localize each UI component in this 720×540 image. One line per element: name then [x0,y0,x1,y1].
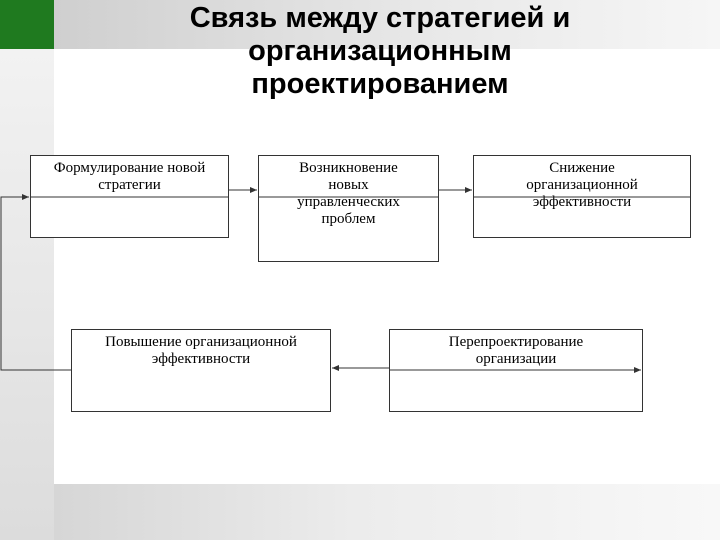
background-top-band [54,0,720,49]
feedback-loop-arrow [0,194,71,371]
accent-square [0,0,54,49]
box-new-problems: Возникновение новых управленческих пробл… [258,155,439,262]
background-bottom-band [54,484,720,540]
box-efficiency-rise: Повышение организационной эффективности [71,329,331,412]
background-left-band [0,0,54,540]
slide-title: Связь между стратегией и организационным… [189,2,571,100]
